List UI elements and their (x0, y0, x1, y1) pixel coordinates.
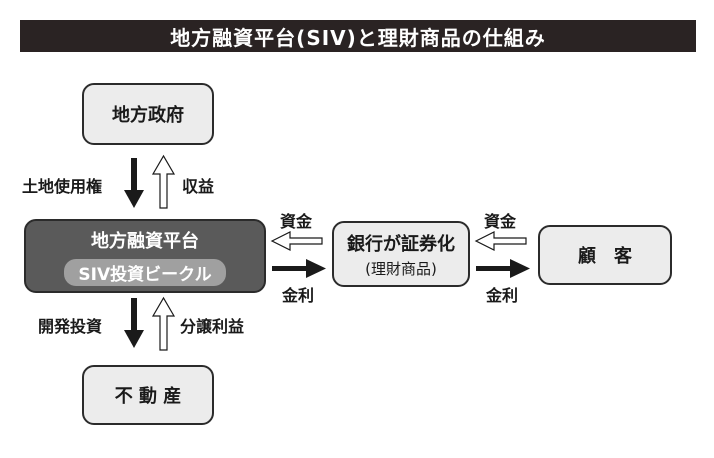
development-investment-label: 開発投資 (38, 317, 103, 336)
sale-profit-label: 分譲利益 (180, 317, 245, 336)
interest-left-arrow (272, 259, 326, 278)
revenue-label: 収益 (182, 177, 215, 196)
siv-vehicle-badge: SIV投資ビークル (64, 258, 226, 286)
real-estate-node: 不 動 産 (82, 365, 214, 425)
land-use-rights-arrow (124, 158, 144, 208)
funds-right-arrow (474, 231, 527, 251)
financing-platform-label: 地方融資平台 (91, 230, 199, 252)
wealth-product-label: (理財商品) (365, 259, 437, 278)
diagram-title: 地方融資平台(SIV)と理財商品の仕組み (20, 20, 696, 52)
funds-left-label: 資金 (280, 212, 313, 231)
real-estate-label: 不 動 産 (114, 386, 182, 407)
revenue-arrow (151, 154, 176, 209)
sale-profit-arrow (151, 296, 176, 351)
funds-right-label: 資金 (484, 212, 517, 231)
land-use-rights-label: 土地使用権 (22, 177, 103, 196)
interest-right-label: 金利 (486, 286, 519, 305)
local-government-node: 地方政府 (82, 83, 214, 145)
financing-platform-node: 地方融資平台 SIV投資ビークル (24, 219, 266, 293)
local-government-label: 地方政府 (112, 105, 184, 126)
customer-label: 顧 客 (578, 246, 632, 267)
bank-securitization-label: 銀行が証券化 (347, 233, 455, 255)
customer-node: 顧 客 (538, 225, 672, 285)
interest-right-arrow (476, 259, 530, 278)
development-investment-arrow (124, 298, 144, 348)
bank-securitization-node: 銀行が証券化 (理財商品) (332, 221, 470, 287)
funds-left-arrow (270, 231, 323, 251)
interest-left-label: 金利 (282, 286, 315, 305)
